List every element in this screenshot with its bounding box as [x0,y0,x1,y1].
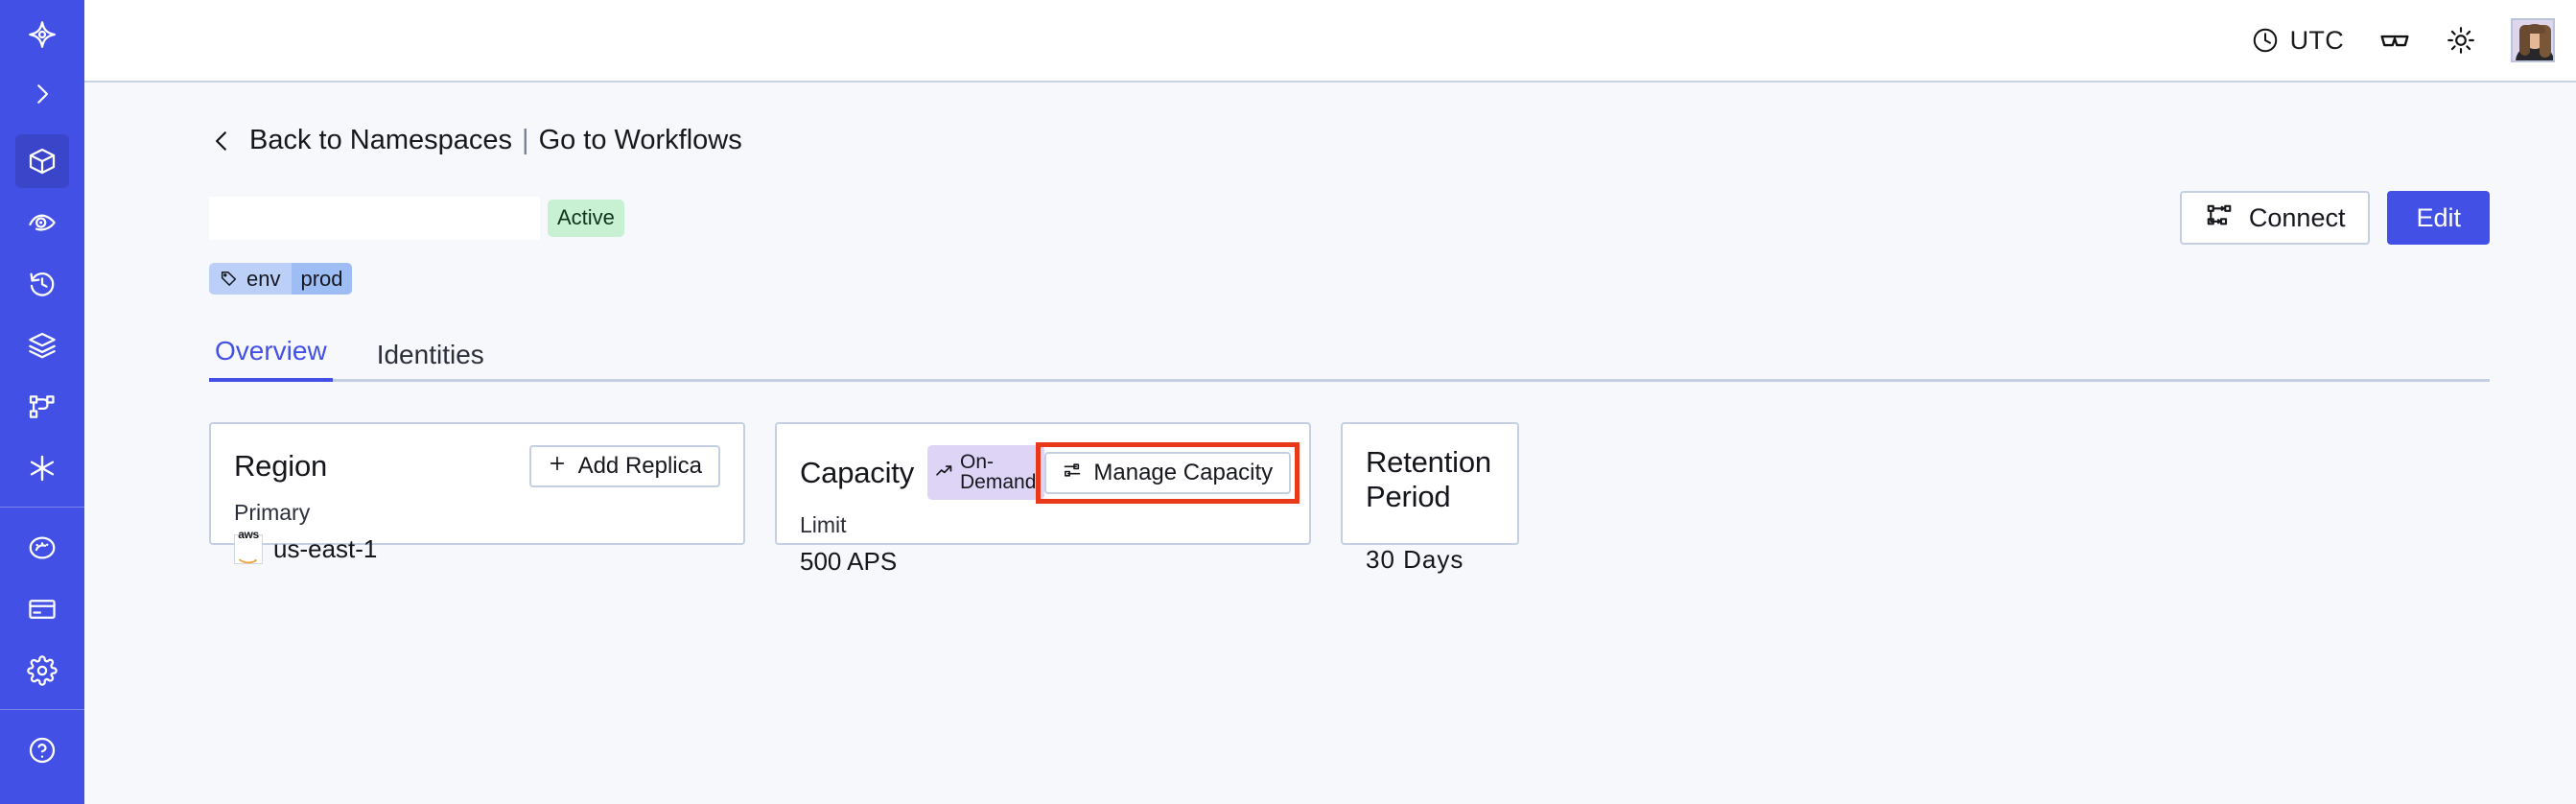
tab-identities[interactable]: Identities [376,340,484,369]
avatar-bangs [2524,25,2545,34]
git-branch-icon [27,391,58,422]
breadcrumb: Back to Namespaces | Go to Workflows [209,125,2490,156]
clock-icon [2251,26,2280,55]
aws-swoosh [239,541,258,571]
sidebar-item-layers[interactable] [15,319,69,372]
credit-card-icon [27,594,58,625]
namespace-actions: Connect Edit [2179,191,2490,245]
sidebar-item-observability[interactable] [15,196,69,249]
sidebar-item-history[interactable] [15,257,69,311]
card-retention-value: 30 Days [1366,545,1464,574]
add-replica-label: Add Replica [577,453,702,479]
breadcrumb-back-link[interactable]: Back to Namespaces [249,125,513,155]
tab-overview[interactable]: Overview [209,336,333,382]
primary-sidebar [0,0,84,804]
card-retention-period: Retention Period 30 Days [1341,422,1519,574]
sidebar-item-expand[interactable] [15,67,69,121]
sidebar-item-support[interactable] [15,723,69,777]
manage-capacity-label: Manage Capacity [1093,459,1274,485]
asterisk-icon [26,452,59,485]
card-capacity-value: 500 APS [800,547,898,576]
card-retention-header: Retention Period [1366,445,1494,514]
sun-icon[interactable] [2446,25,2476,56]
connect-button[interactable]: Connect [2179,191,2371,245]
connect-button-label: Connect [2248,202,2346,232]
breadcrumb-links: Back to Namespaces | Go to Workflows [249,125,742,156]
capacity-mode-label: On-Demand [960,451,1037,493]
sidebar-item-namespaces[interactable] [15,134,69,188]
overview-cards: Region Add Replica [209,422,2490,576]
eye-icon [27,207,58,238]
card-retention-title: Retention Period [1366,445,1491,513]
sidebar-divider [0,507,84,508]
card-region-title: Region [234,449,328,483]
tag-chip-env[interactable]: env prod [209,263,352,295]
tag-icon [220,270,238,288]
card-region-value: us-east-1 [273,534,378,563]
card-region-header: Region Add Replica [234,445,720,487]
status-badge: Active [548,199,624,237]
gear-icon [27,655,58,686]
sidebar-item-settings[interactable] [15,644,69,698]
edit-button[interactable]: Edit [2387,191,2490,245]
card-region-action: Add Replica [528,445,720,487]
aws-wordmark: aws [238,527,259,541]
card-capacity-header: Capacity On-Demand [800,441,1300,504]
tab-bar: Overview Identities [209,333,2490,382]
main-content: Back to Namespaces | Go to Workflows Act… [84,83,2576,804]
timezone-label: UTC [2289,25,2344,55]
namespace-title-row: Active [209,188,2490,248]
connect-icon [2205,201,2234,236]
sidebar-item-workflows[interactable] [15,380,69,434]
timezone-selector[interactable]: UTC [2251,26,2344,56]
aws-logo-icon: aws [234,529,263,564]
card-capacity-title: Capacity [800,455,915,489]
layers-icon [27,330,58,361]
tag-value: prod [292,263,352,295]
glasses-icon[interactable] [2378,24,2411,57]
breadcrumb-workflows-link[interactable]: Go to Workflows [538,125,742,155]
trending-up-icon [935,461,953,484]
card-capacity-action: Manage Capacity [1036,441,1300,504]
capacity-mode-badge: On-Demand [927,445,1045,500]
sidebar-item-integrations[interactable] [15,441,69,495]
tag-key: env [246,266,281,291]
sidebar-item-logo[interactable] [15,8,69,61]
sliders-icon [1063,460,1082,486]
manage-capacity-button[interactable]: Manage Capacity [1044,451,1292,494]
edit-button-label: Edit [2416,202,2461,232]
content-inner: Back to Namespaces | Go to Workflows Act… [84,125,2576,576]
temporal-logo-icon [26,18,59,51]
namespace-tags: env prod [209,263,2490,295]
plus-icon [548,453,567,480]
sidebar-divider-bottom [0,709,84,710]
card-capacity: Capacity On-Demand [775,422,1311,576]
add-replica-button[interactable]: Add Replica [528,445,720,487]
chevron-left-icon[interactable] [209,127,234,155]
right-pane: UTC [84,0,2576,804]
avatar[interactable] [2511,18,2555,62]
card-region: Region Add Replica [209,422,745,564]
help-circle-icon [27,735,58,766]
chevron-right-icon [28,80,57,108]
top-bar: UTC [84,0,2576,83]
top-bar-actions: UTC [2251,18,2555,62]
sidebar-item-usage[interactable] [15,521,69,575]
sidebar-item-billing[interactable] [15,582,69,636]
avatar-hair-left [2519,25,2530,56]
breadcrumb-separator: | [522,125,529,155]
card-region-value-row: aws us-east-1 [234,529,720,564]
card-capacity-sublabel: Limit [800,512,847,537]
manage-capacity-highlight: Manage Capacity [1036,441,1300,504]
cube-icon [27,146,58,177]
page-title [209,196,540,240]
gauge-icon [27,532,58,563]
clock-rewind-icon [27,269,58,299]
card-region-sublabel: Primary [234,500,311,525]
